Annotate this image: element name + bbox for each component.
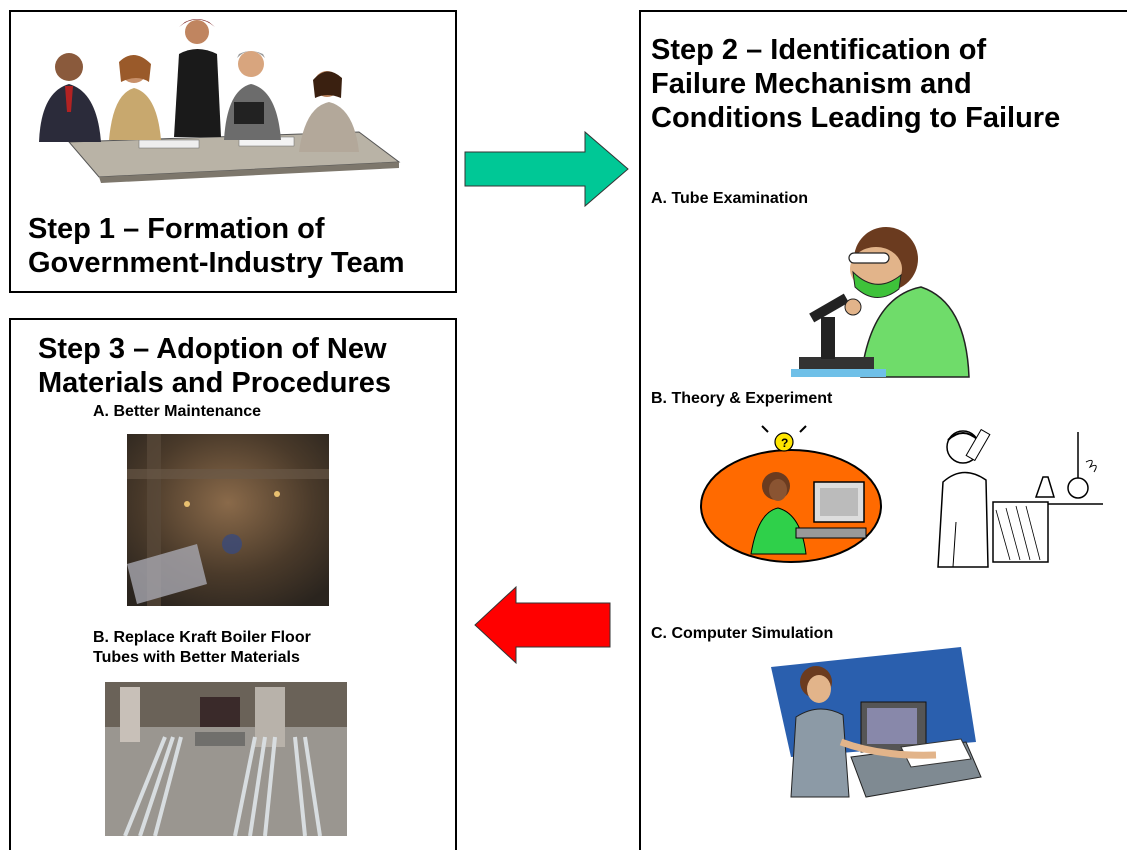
step2-title-line1: Step 2 – Identification of xyxy=(651,34,987,66)
arrow-left-icon xyxy=(474,585,611,665)
step2-box: Step 2 – Identification of Failure Mecha… xyxy=(639,10,1127,850)
step2-sub-c: C. Computer Simulation xyxy=(651,625,834,642)
step3-box: Step 3 – Adoption of New Materials and P… xyxy=(9,318,457,850)
step2-title-line2: Failure Mechanism and xyxy=(651,68,972,100)
team-meeting-illustration xyxy=(39,19,401,183)
step3-sub-b-line1: B. Replace Kraft Boiler Floor xyxy=(93,629,311,646)
step2-title-line3: Conditions Leading to Failure xyxy=(651,102,1061,134)
step1-title-line1: Step 1 – Formation of xyxy=(28,213,325,245)
arrow-right-icon xyxy=(464,130,629,208)
step3-title-line1: Step 3 – Adoption of New xyxy=(38,333,387,365)
maintenance-photo xyxy=(127,434,329,606)
chemist-illustration xyxy=(937,428,1103,568)
boiler-tubes-photo xyxy=(105,682,347,836)
step2-sub-a: A. Tube Examination xyxy=(651,190,809,207)
step3-title-line2: Materials and Procedures xyxy=(38,367,391,399)
step1-box: Step 1 – Formation of Government-Industr… xyxy=(9,10,457,293)
step3-sub-b-line2: Tubes with Better Materials xyxy=(93,649,300,666)
microscope-scientist-illustration xyxy=(791,227,970,378)
step1-title-line2: Government-Industry Team xyxy=(28,247,405,279)
computer-simulation-illustration xyxy=(771,647,982,798)
step2-sub-b: B. Theory & Experiment xyxy=(651,390,833,407)
researcher-idea-illustration: ? xyxy=(700,425,882,563)
svg-text:?: ? xyxy=(781,436,788,450)
step3-sub-a: A. Better Maintenance xyxy=(93,403,262,420)
